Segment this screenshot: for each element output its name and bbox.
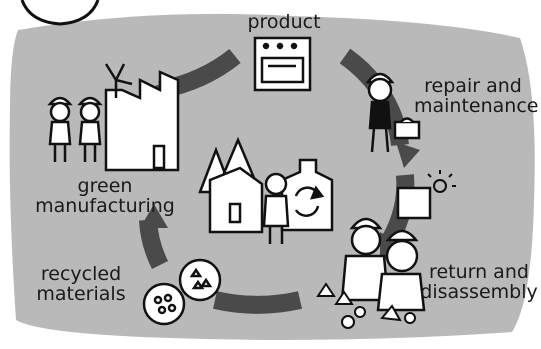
village-icon: [198, 136, 334, 234]
green-line-1: green: [77, 175, 133, 197]
stage-label-recycled: recycled materials: [28, 264, 134, 304]
disassembly-workers-icon: [340, 186, 432, 312]
recycle-icon: [294, 185, 325, 217]
recycled-line-2: materials: [36, 283, 126, 305]
sun-icon: [427, 170, 456, 193]
green-line-2: manufacturing: [35, 195, 175, 217]
stage-label-repair: repair and maintenance: [414, 75, 539, 117]
factory-icon: [104, 70, 180, 172]
product-line-1: product: [247, 11, 321, 33]
repair-line-2: maintenance: [414, 95, 539, 117]
return-line-1: return and: [429, 261, 529, 283]
return-line-2: disassembly: [420, 281, 538, 303]
corner-circle-decoration: [20, 0, 100, 26]
repair-worker-icon: [365, 72, 421, 153]
villager-icon: [262, 172, 290, 244]
granules-icon: [142, 258, 222, 326]
stage-label-green: green manufacturing: [30, 176, 180, 216]
wind-turbine-icon: [104, 63, 133, 98]
parts-pile-icon: [316, 282, 416, 329]
oven-icon: [253, 36, 312, 92]
factory-workers-icon: [47, 96, 103, 162]
recycled-line-1: recycled: [40, 263, 122, 285]
repair-line-1: repair and: [424, 75, 522, 97]
stage-label-product: product: [236, 12, 332, 32]
stage-label-return: return and disassembly: [420, 262, 538, 302]
